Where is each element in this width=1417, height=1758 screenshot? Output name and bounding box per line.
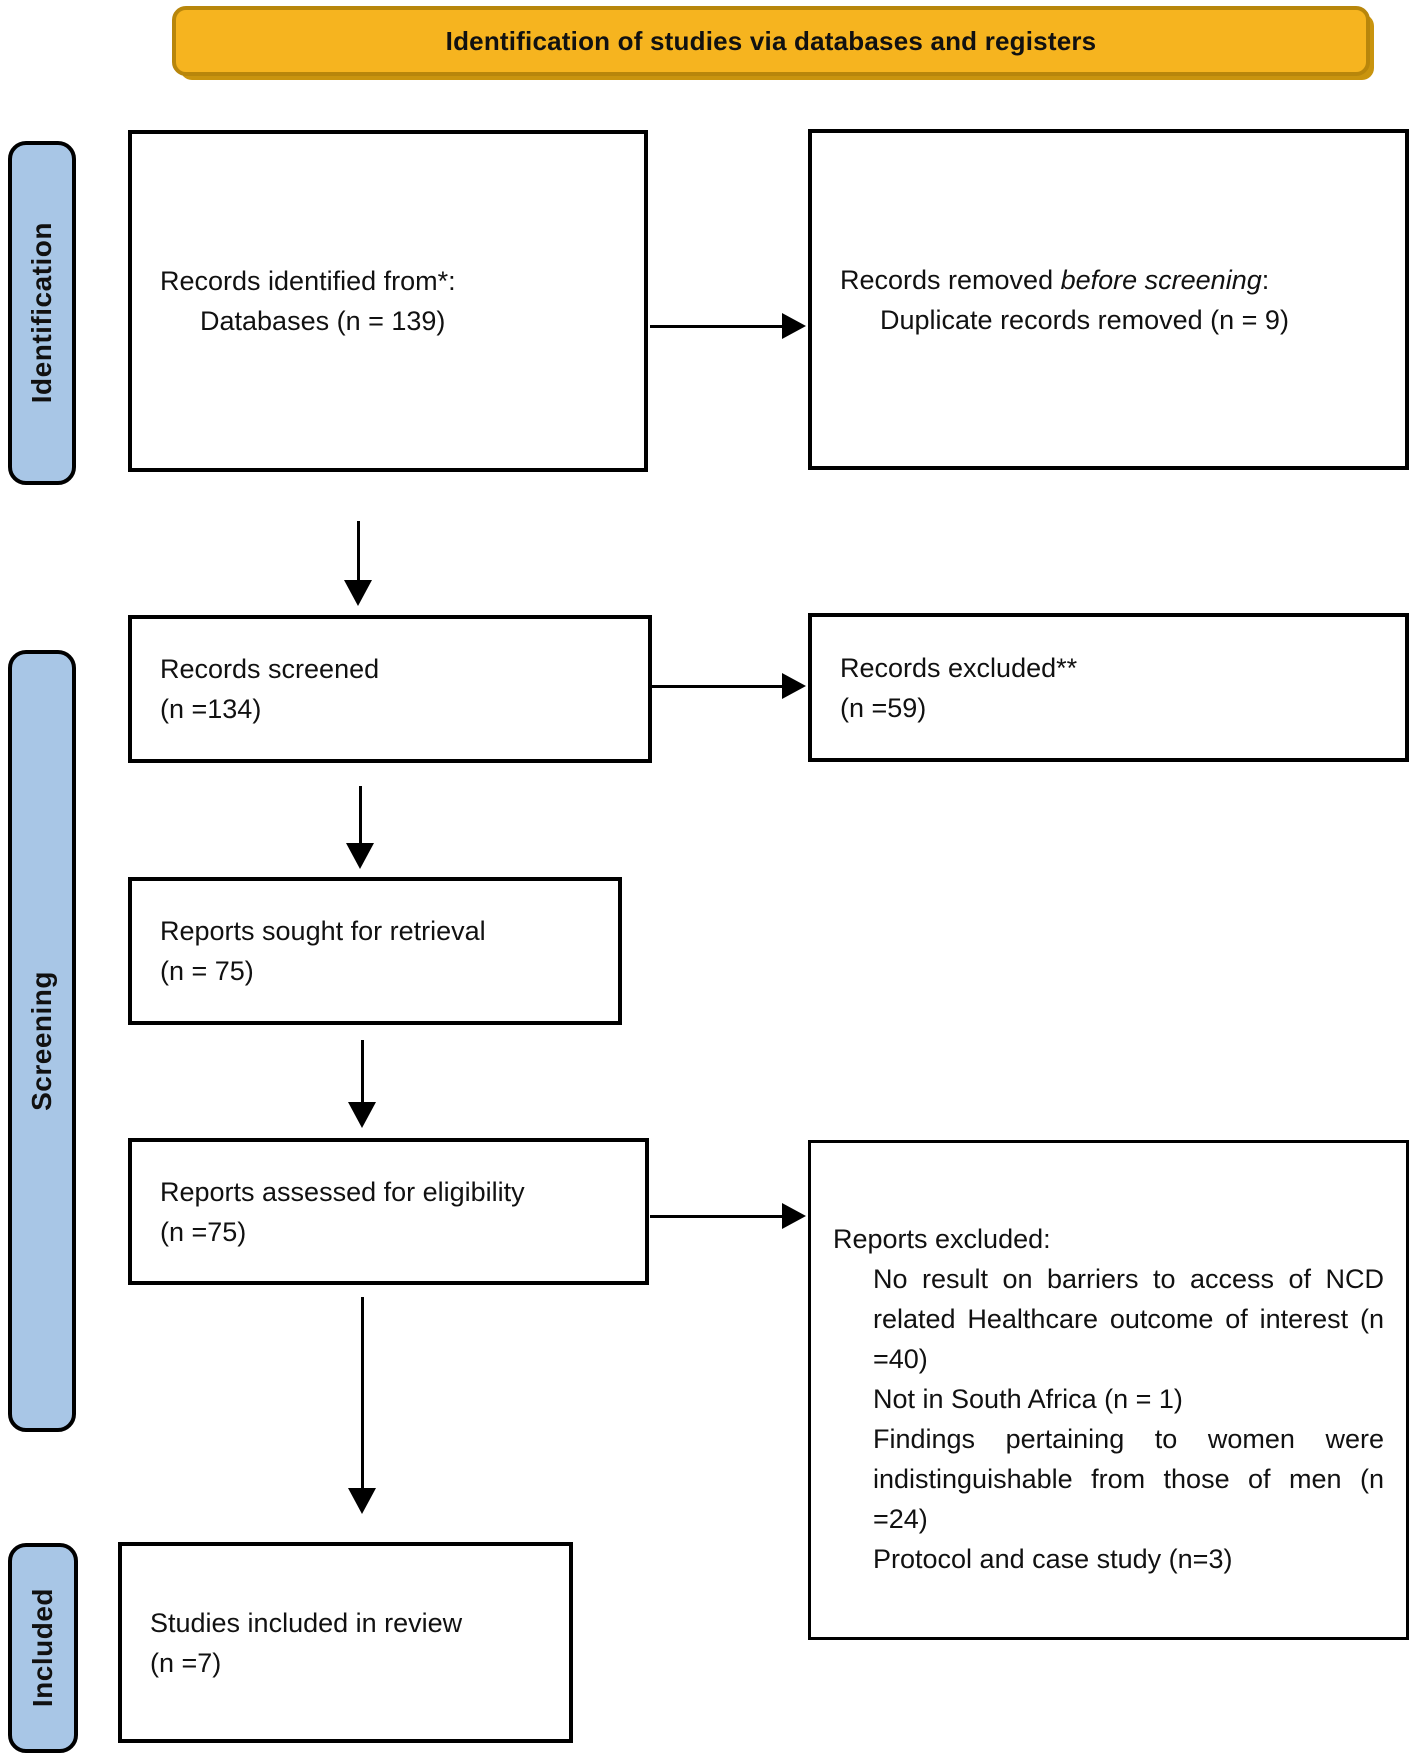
sidebar-screening-label: Screening <box>26 971 57 1111</box>
sidebar-identification: Identification <box>8 141 76 485</box>
studies-included-count: (n =7) <box>150 1647 222 1678</box>
sidebar-screening: Screening <box>8 650 76 1432</box>
reports-assessed-line1: Reports assessed for eligibility <box>160 1176 525 1207</box>
box-records-removed: Records removed before screening: Duplic… <box>808 129 1409 470</box>
studies-included-line1: Studies included in review <box>150 1607 463 1638</box>
banner: Identification of studies via databases … <box>172 6 1370 76</box>
arrow-shaft <box>650 325 782 328</box>
arrow-head <box>782 313 806 339</box>
sidebar-included-label: Included <box>27 1588 58 1708</box>
records-removed-line1: Records removed before screening: <box>840 260 1381 300</box>
records-removed-suffix: : <box>1261 264 1270 295</box>
records-identified-line2: Databases (n = 139) <box>200 306 446 336</box>
arrow-head <box>348 1488 376 1514</box>
box-reports-assessed: Reports assessed for eligibility (n =75) <box>128 1138 649 1285</box>
banner-title: Identification of studies via databases … <box>445 25 1097 56</box>
records-removed-italic: before screening <box>1060 264 1262 295</box>
sidebar-included: Included <box>8 1543 78 1753</box>
arrow-shaft <box>359 786 362 844</box>
records-removed-prefix: Records removed <box>840 264 1061 295</box>
arrow-head <box>782 1203 806 1229</box>
arrow-shaft <box>357 521 360 581</box>
records-excluded-count: (n =59) <box>840 692 927 723</box>
box-records-excluded: Records excluded** (n =59) <box>808 613 1409 762</box>
arrow-head <box>346 843 374 869</box>
records-screened-line1: Records screened <box>160 654 380 684</box>
records-identified-line1: Records identified from*: <box>160 266 456 296</box>
arrow-head <box>348 1102 376 1128</box>
records-screened-count: (n =134) <box>160 694 262 724</box>
reports-excluded-item: Protocol and case study (n=3) <box>873 1544 1233 1574</box>
arrow-shaft <box>652 685 782 688</box>
reports-excluded-heading: Reports excluded: <box>833 1224 1051 1254</box>
arrow-shaft <box>361 1297 364 1489</box>
arrow-shaft <box>361 1040 364 1103</box>
records-removed-line2: Duplicate records removed (n = 9) <box>880 304 1289 335</box>
box-records-identified: Records identified from*: Databases (n =… <box>128 130 648 472</box>
arrow-head <box>344 580 372 606</box>
arrow-shaft <box>650 1215 782 1218</box>
box-records-screened: Records screened (n =134) <box>128 615 652 763</box>
reports-excluded-item: Findings pertaining to women were indist… <box>873 1424 1384 1534</box>
reports-assessed-count: (n =75) <box>160 1216 247 1247</box>
sidebar-identification-label: Identification <box>26 222 57 404</box>
reports-sought-count: (n = 75) <box>160 956 254 986</box>
box-reports-sought: Reports sought for retrieval (n = 75) <box>128 877 622 1025</box>
arrow-head <box>782 673 806 699</box>
reports-excluded-item: Not in South Africa (n = 1) <box>873 1384 1183 1414</box>
reports-sought-line1: Reports sought for retrieval <box>160 916 486 946</box>
box-reports-excluded: Reports excluded: No result on barriers … <box>808 1140 1409 1640</box>
box-studies-included: Studies included in review (n =7) <box>118 1542 573 1743</box>
reports-excluded-item: No result on barriers to access of NCD r… <box>873 1264 1384 1374</box>
records-excluded-line1: Records excluded** <box>840 652 1078 683</box>
